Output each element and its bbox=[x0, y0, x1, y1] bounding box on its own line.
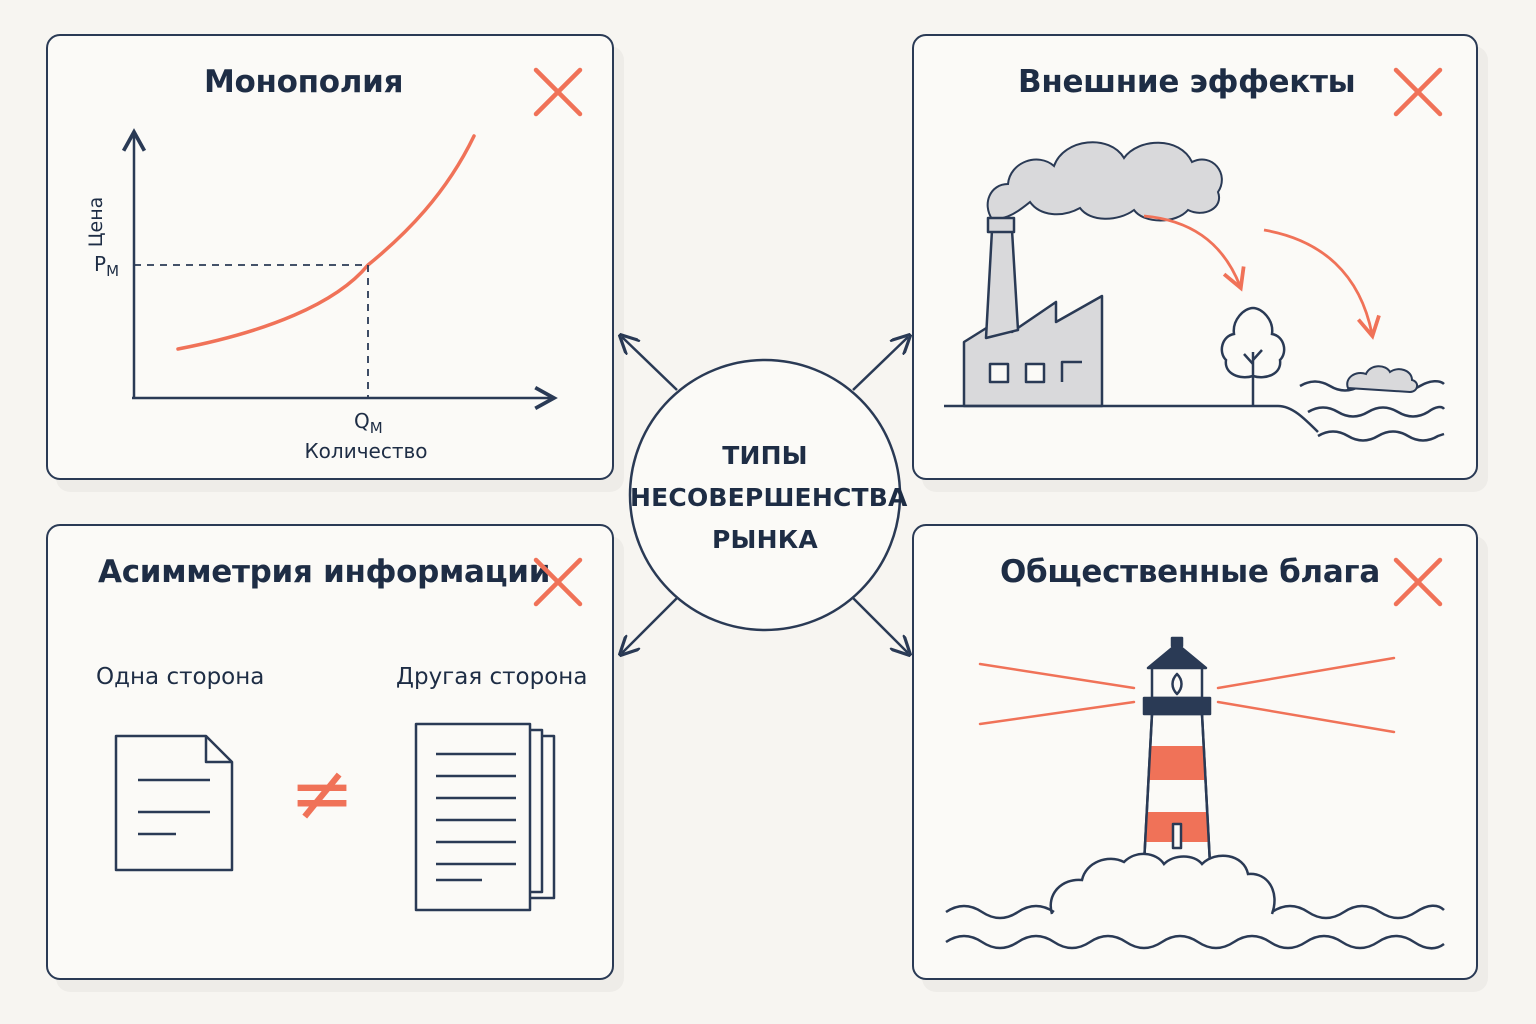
card-monopoly: Монополия Цена PМ QМ Количество bbox=[46, 34, 614, 480]
documents-comparison: ≠ bbox=[114, 722, 556, 912]
hub-circle bbox=[628, 358, 902, 632]
hub-title-line-2: НЕСОВЕРШЕНСТВА bbox=[630, 483, 908, 512]
supply-curve bbox=[176, 134, 476, 351]
price-label: PМ bbox=[94, 252, 119, 280]
sea-waves bbox=[945, 904, 1445, 950]
arrow-to-externalities bbox=[852, 337, 908, 391]
rocks bbox=[1049, 852, 1276, 915]
right-side-label: Другая сторона bbox=[396, 664, 588, 690]
hub-title-line-3: РЫНКА bbox=[712, 525, 818, 554]
factory-scene bbox=[944, 141, 1446, 442]
quantity-label: QМ bbox=[354, 409, 383, 437]
lighthouse-icon bbox=[1142, 636, 1212, 866]
tree-icon bbox=[1220, 306, 1286, 406]
lighthouse-scene bbox=[945, 636, 1445, 950]
arrow-to-info-asymmetry bbox=[622, 597, 678, 653]
card-externalities: Внешние эффекты bbox=[912, 34, 1478, 480]
card-title-externalities: Внешние эффекты bbox=[1018, 64, 1356, 100]
factory-icon bbox=[962, 216, 1104, 408]
polluted-water-cloud bbox=[1346, 365, 1418, 394]
arrow-to-monopoly bbox=[622, 337, 678, 391]
hub-title-line-1: ТИПЫ bbox=[722, 441, 808, 470]
cross-icon bbox=[1393, 67, 1443, 117]
card-title-monopoly: Монополия bbox=[204, 64, 404, 100]
card-title-info-asymmetry: Асимметрия информации bbox=[98, 554, 551, 590]
single-document-icon bbox=[114, 734, 234, 872]
cross-icon bbox=[1393, 557, 1443, 607]
cross-icon bbox=[533, 67, 583, 117]
pollution-arrow bbox=[1143, 214, 1246, 292]
x-axis-label: Количество bbox=[304, 439, 427, 463]
left-side-label: Одна сторона bbox=[96, 664, 265, 690]
cross-icon bbox=[533, 557, 583, 607]
card-public-goods: Общественные блага bbox=[912, 524, 1478, 980]
light-beams bbox=[978, 656, 1396, 734]
arrow-to-public-goods bbox=[852, 597, 908, 653]
monopoly-graph: Цена PМ QМ Количество bbox=[85, 128, 558, 463]
not-equal-sign: ≠ bbox=[289, 749, 354, 839]
y-axis-label: Цена bbox=[85, 197, 107, 248]
shore-line bbox=[1277, 404, 1319, 433]
hub-title: ТИПЫ НЕСОВЕРШЕНСТВА РЫНКА bbox=[630, 435, 908, 561]
card-title-public-goods: Общественные блага bbox=[1000, 554, 1380, 590]
smoke-cloud bbox=[986, 141, 1223, 222]
pollution-arrow bbox=[1263, 228, 1381, 340]
document-stack-icon bbox=[414, 722, 556, 912]
card-info-asymmetry: Асимметрия информации Одна сторона Друга… bbox=[46, 524, 614, 980]
